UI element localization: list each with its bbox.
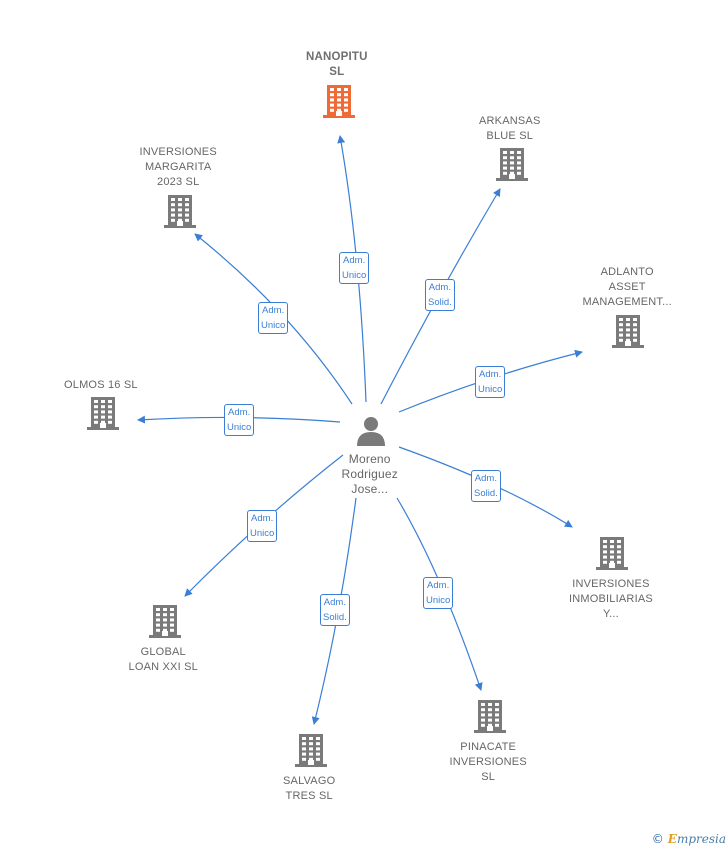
building-icon-olmos[interactable] bbox=[87, 397, 119, 430]
relation-badge-pinacate-text: Unico bbox=[426, 595, 451, 606]
company-label-inmobiliarias[interactable]: INVERSIONES INMOBILIARIAS Y... bbox=[569, 577, 653, 622]
company-label-nanopitu[interactable]: NANOPITU SL bbox=[306, 50, 368, 80]
relation-badge-arkansas-text: Adm. bbox=[428, 282, 451, 293]
relation-badge-salvago[interactable]: Adm. Solid. bbox=[320, 594, 350, 626]
relation-badge-global[interactable]: Adm. Unico bbox=[247, 510, 278, 542]
person-label-line: Rodriguez bbox=[341, 467, 398, 481]
relation-badge-nanopitu[interactable]: Adm. Unico bbox=[339, 252, 370, 284]
company-label-margarita-line: INVERSIONES bbox=[139, 146, 217, 158]
company-label-adlanto-line: ADLANTO bbox=[600, 266, 654, 278]
company-label-arkansas[interactable]: ARKANSAS BLUE SL bbox=[479, 114, 541, 144]
relation-badge-adlanto-text: Adm. bbox=[479, 369, 502, 380]
company-label-nanopitu-line: SL bbox=[329, 66, 345, 78]
relation-badge-arkansas[interactable]: Adm. Solid. bbox=[425, 279, 455, 311]
relation-badge-nanopitu-text: Unico bbox=[342, 270, 367, 281]
company-label-margarita-line: 2023 SL bbox=[157, 176, 200, 188]
company-label-salvago-line: TRES SL bbox=[285, 790, 333, 802]
company-label-pinacate[interactable]: PINACATE INVERSIONES SL bbox=[450, 740, 527, 785]
company-label-pinacate-line: PINACATE bbox=[460, 741, 517, 753]
company-label-salvago-line: SALVAGO bbox=[283, 775, 336, 787]
company-label-global-line: LOAN XXI SL bbox=[128, 661, 198, 673]
building-icon-pinacate[interactable] bbox=[474, 700, 506, 733]
relation-badge-olmos-text: Unico bbox=[227, 422, 252, 433]
company-label-salvago[interactable]: SALVAGO TRES SL bbox=[283, 774, 335, 804]
relation-badge-olmos[interactable]: Adm. Unico bbox=[224, 404, 255, 436]
person-label-line: Jose... bbox=[351, 482, 389, 496]
brand-name: mpresia bbox=[676, 832, 726, 846]
relation-badge-adlanto-text: Unico bbox=[478, 384, 503, 395]
relation-badge-margarita-text: Adm. bbox=[262, 305, 285, 316]
building-icon-global[interactable] bbox=[149, 605, 181, 638]
company-label-margarita[interactable]: INVERSIONES MARGARITA 2023 SL bbox=[140, 145, 217, 190]
company-label-pinacate-line: SL bbox=[481, 771, 496, 783]
building-icon-inmobiliarias[interactable] bbox=[596, 537, 628, 570]
relation-badge-margarita-text: Unico bbox=[261, 320, 286, 331]
company-label-inmobiliarias-line: Y... bbox=[603, 608, 619, 620]
company-label-olmos-line: OLMOS 16 SL bbox=[64, 379, 138, 391]
company-label-global[interactable]: GLOBAL LOAN XXI SL bbox=[129, 645, 198, 675]
relation-badge-inmobiliarias-text: Adm. bbox=[474, 473, 497, 484]
relation-badge-adlanto[interactable]: Adm. Unico bbox=[475, 366, 506, 398]
company-label-inmobiliarias-line: INMOBILIARIAS bbox=[569, 593, 653, 605]
company-label-margarita-line: MARGARITA bbox=[145, 161, 212, 173]
relation-badge-inmobiliarias-text: Solid. bbox=[474, 488, 498, 499]
relation-badge-inmobiliarias[interactable]: Adm. Solid. bbox=[471, 470, 501, 502]
relation-badge-salvago-text: Solid. bbox=[323, 612, 347, 623]
relation-badge-arkansas-text: Solid. bbox=[428, 297, 452, 308]
brand-initial: E bbox=[667, 832, 677, 846]
relation-badge-margarita[interactable]: Adm. Unico bbox=[258, 302, 289, 334]
relation-badge-nanopitu-text: Adm. bbox=[343, 255, 366, 266]
building-icon-arkansas[interactable] bbox=[496, 148, 528, 181]
building-icon-nanopitu[interactable] bbox=[323, 85, 355, 118]
company-label-adlanto-line: ASSET bbox=[608, 281, 646, 293]
building-icon-salvago[interactable] bbox=[295, 734, 327, 767]
company-label-nanopitu-line: NANOPITU bbox=[306, 51, 368, 63]
company-label-global-line: GLOBAL bbox=[140, 646, 186, 658]
footer-brand: ©Empresia bbox=[652, 832, 726, 846]
relation-badge-global-text: Unico bbox=[250, 528, 275, 539]
building-icon-adlanto[interactable] bbox=[612, 315, 644, 348]
relation-badge-pinacate-text: Adm. bbox=[427, 580, 450, 591]
relation-badge-global-text: Adm. bbox=[251, 513, 274, 524]
company-label-pinacate-line: INVERSIONES bbox=[449, 756, 527, 768]
relation-badge-olmos-text: Adm. bbox=[228, 407, 251, 418]
relation-badge-salvago-text: Adm. bbox=[323, 597, 346, 608]
company-label-arkansas-line: ARKANSAS bbox=[479, 115, 541, 127]
company-label-adlanto[interactable]: ADLANTO ASSET MANAGEMENT... bbox=[583, 265, 672, 310]
copyright-icon: © bbox=[651, 832, 664, 846]
relation-badge-pinacate[interactable]: Adm. Unico bbox=[423, 577, 454, 609]
company-label-arkansas-line: BLUE SL bbox=[486, 130, 534, 142]
company-label-olmos[interactable]: OLMOS 16 SL bbox=[64, 378, 138, 393]
company-label-adlanto-line: MANAGEMENT... bbox=[582, 296, 672, 308]
building-icon-margarita[interactable] bbox=[164, 195, 196, 228]
person-icon bbox=[357, 417, 385, 446]
company-label-inmobiliarias-line: INVERSIONES bbox=[572, 578, 650, 590]
person-label-line: Moreno bbox=[348, 452, 391, 466]
